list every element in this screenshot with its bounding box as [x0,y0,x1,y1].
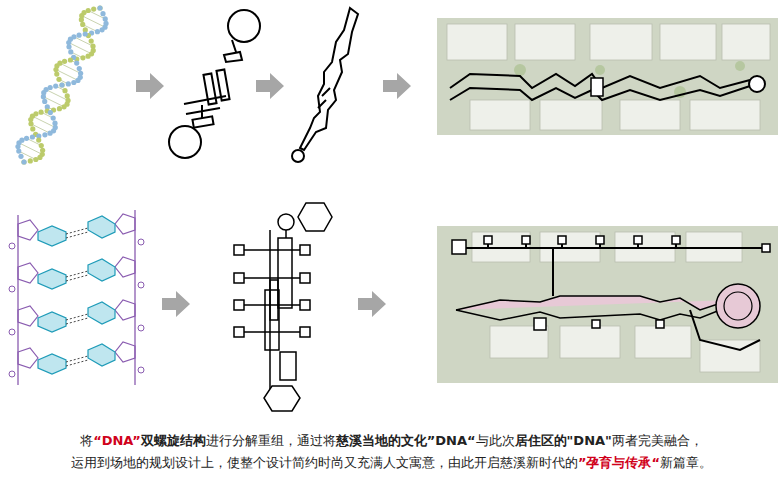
caption-text: 进行分解重组，通过将 [206,433,336,448]
abstract-shape-2 [292,8,358,162]
caption-text: 将 [80,433,93,448]
caption-line: 运用到场地的规划设计上，使整个设计简约时尚又充满人文寓意，由此开启慈溪新时代的”… [0,454,783,472]
base-pairs [9,214,144,377]
caption-text: 两者完美融合， [612,433,703,448]
caption-text: 与此次 [476,433,515,448]
caption-text: ”孕育与传承“ [578,455,660,470]
arrow [162,291,190,317]
caption-text: 运用到场地的规划设计上，使整个设计简约时尚又充满人文寓意，由此开启慈溪新时代的 [71,455,578,470]
arrow [383,73,411,99]
grid-diagram [234,203,332,411]
site-plan-top [437,18,778,135]
arrow [136,73,164,99]
caption-text: 双螺旋结构 [141,433,206,448]
caption-text: “DNA” [93,433,141,448]
dna-structure [18,210,135,385]
arrow [358,291,386,317]
abstract-shape-1 [169,10,260,158]
arrow [256,73,284,99]
caption-text: 慈溪当地的文化”DNA“ [336,433,476,448]
caption-text: 居住区的"DNA" [515,433,612,448]
caption-text: 新篇章。 [660,455,712,470]
dna-helix [15,5,108,164]
site-plan-bottom [437,226,778,383]
caption-line: 将“DNA”双螺旋结构进行分解重组，通过将慈溪当地的文化”DNA“与此次居住区的… [0,432,783,450]
